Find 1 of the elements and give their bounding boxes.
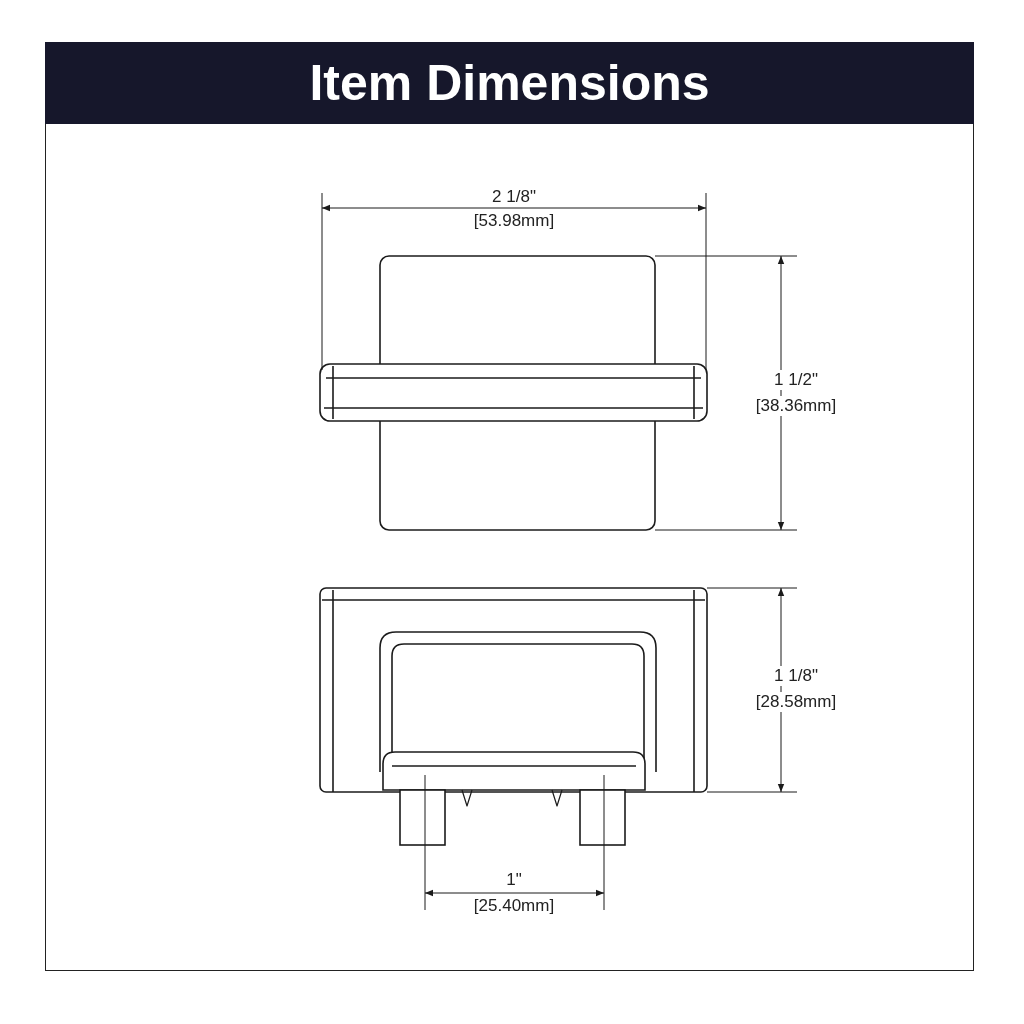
title: Item Dimensions xyxy=(309,54,710,112)
